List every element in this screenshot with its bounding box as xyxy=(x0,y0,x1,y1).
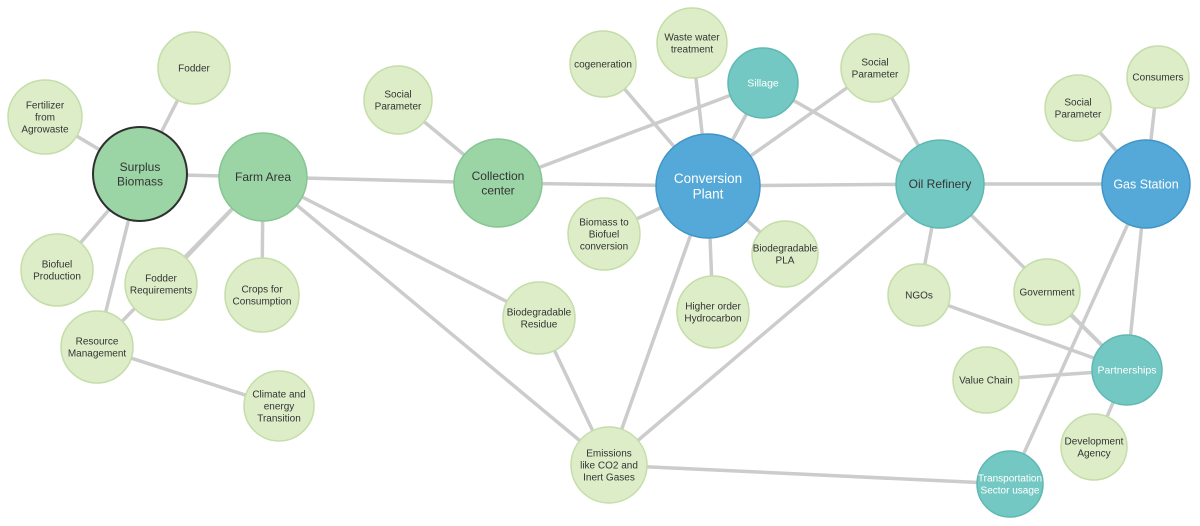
node-circle-social_parameter_right[interactable] xyxy=(1044,74,1112,142)
node-circle-cogeneration[interactable] xyxy=(569,30,637,98)
node-cogeneration[interactable]: cogeneration xyxy=(569,30,637,98)
edge-farm_area--biodegradable_residue xyxy=(261,175,541,320)
node-farm_area[interactable]: Farm Area xyxy=(218,132,308,222)
node-circle-social_parameter_left[interactable] xyxy=(363,65,433,135)
node-circle-sillage[interactable] xyxy=(727,47,799,119)
node-circle-social_parameter_mid[interactable] xyxy=(840,33,910,103)
node-circle-surplus_biomass[interactable] xyxy=(92,126,188,222)
node-circle-crops_for_consumption[interactable] xyxy=(224,257,300,333)
node-circle-oil_refinery[interactable] xyxy=(895,139,985,229)
node-circle-waste_water_treatment[interactable] xyxy=(656,7,728,79)
node-circle-partnerships[interactable] xyxy=(1091,334,1163,406)
node-circle-biomass_to_biofuel_conversion[interactable] xyxy=(567,197,641,271)
node-circle-fertilizer_from_agrowaste[interactable] xyxy=(7,79,83,155)
node-circle-gas_station[interactable] xyxy=(1101,139,1191,229)
node-partnerships[interactable]: Partnerships xyxy=(1091,334,1163,406)
node-government[interactable]: Government xyxy=(1013,258,1081,326)
node-circle-farm_area[interactable] xyxy=(218,132,308,222)
node-circle-government[interactable] xyxy=(1013,258,1081,326)
node-circle-consumers[interactable] xyxy=(1126,45,1190,109)
node-consumers[interactable]: Consumers xyxy=(1126,45,1190,109)
node-circle-biofuel_production[interactable] xyxy=(20,233,94,307)
node-value_chain[interactable]: Value Chain xyxy=(952,346,1020,414)
node-circle-resource_management[interactable] xyxy=(60,310,134,384)
node-circle-conversion_plant[interactable] xyxy=(655,133,761,239)
node-circle-biodegradable_residue[interactable] xyxy=(502,281,576,355)
node-oil_refinery[interactable]: Oil Refinery xyxy=(895,139,985,229)
node-circle-biodegradable_pla[interactable] xyxy=(751,220,819,288)
node-circle-development_agency[interactable] xyxy=(1060,413,1128,481)
edge-collection_center--sillage xyxy=(496,81,765,185)
node-circle-climate_energy_transition[interactable] xyxy=(243,370,315,442)
edge-oil_refinery--emissions_co2 xyxy=(607,182,942,467)
node-circle-emissions_co2[interactable] xyxy=(570,426,648,504)
edge-gas_station--transportation_sector_usage xyxy=(1008,182,1148,486)
node-circle-transportation_sector_usage[interactable] xyxy=(976,450,1044,518)
node-circle-higher_order_hydrocarbon[interactable] xyxy=(676,275,750,349)
node-ngos[interactable]: NGOs xyxy=(887,263,951,327)
edge-emissions_co2--transportation_sector_usage xyxy=(607,463,1012,486)
node-circle-ngos[interactable] xyxy=(887,263,951,327)
node-gas_station[interactable]: Gas Station xyxy=(1101,139,1191,229)
edge-ngos--partnerships xyxy=(917,293,1129,372)
node-sillage[interactable]: Sillage xyxy=(727,47,799,119)
node-fodder[interactable]: Fodder xyxy=(157,31,231,105)
node-circle-collection_center[interactable] xyxy=(453,138,543,228)
node-circle-fodder_requirements[interactable] xyxy=(124,247,198,321)
node-circle-value_chain[interactable] xyxy=(952,346,1020,414)
edge-farm_area--emissions_co2 xyxy=(261,175,611,467)
node-circle-fodder[interactable] xyxy=(157,31,231,105)
